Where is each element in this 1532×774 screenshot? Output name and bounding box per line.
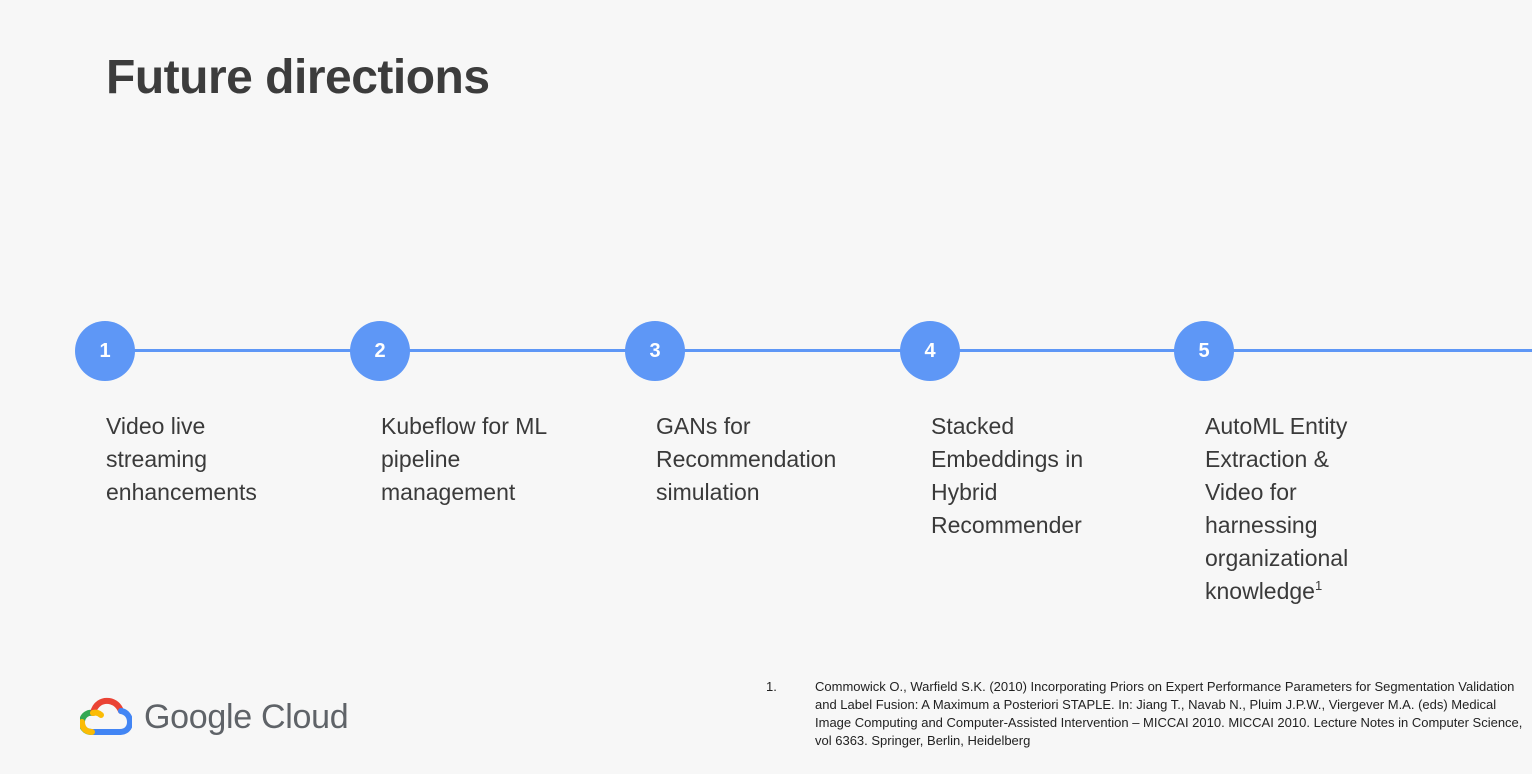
footnote-citation: Commowick O., Warfield S.K. (2010) Incor…	[815, 679, 1523, 748]
logo-text: Google Cloud	[144, 697, 349, 736]
step-4-marker: 4	[900, 321, 960, 381]
step-2-label-text: Kubeflow for ML pipeline management	[381, 413, 547, 505]
step-3-label-text: GANs for Recommendation simulation	[656, 413, 837, 505]
step-3-label: GANs for Recommendation simulation	[656, 410, 861, 509]
step-1-marker: 1	[75, 321, 135, 381]
step-1-label: Video live streaming enhancements	[106, 410, 296, 509]
step-5-footnote-ref: 1	[1314, 578, 1323, 593]
step-3-marker: 3	[625, 321, 685, 381]
step-4-label: Stacked Embeddings in Hybrid Recommender	[931, 410, 1111, 542]
slide-title: Future directions	[106, 51, 490, 104]
footnote-number: 1.	[766, 679, 777, 694]
step-5-marker: 5	[1174, 321, 1234, 381]
google-cloud-logo: Google Cloud	[80, 694, 349, 740]
step-2-marker: 2	[350, 321, 410, 381]
step-1-label-text: Video live streaming enhancements	[106, 413, 257, 505]
google-cloud-icon	[80, 697, 132, 735]
step-2-label: Kubeflow for ML pipeline management	[381, 410, 581, 509]
step-4-label-text: Stacked Embeddings in Hybrid Recommender	[931, 413, 1084, 538]
timeline-line	[105, 349, 1532, 352]
step-5-label: AutoML Entity Extraction & Video for har…	[1205, 410, 1375, 608]
step-5-label-text: AutoML Entity Extraction & Video for har…	[1205, 413, 1349, 604]
